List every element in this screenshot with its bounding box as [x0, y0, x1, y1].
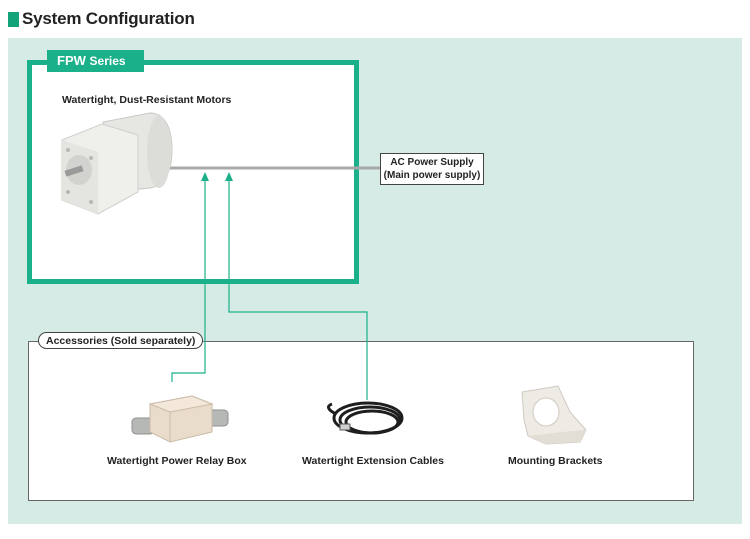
series-name: FPW	[57, 53, 86, 68]
page-title: System Configuration	[8, 8, 195, 30]
cable-coil-icon	[327, 401, 404, 435]
motor-icon	[61, 112, 173, 215]
accessories-label: Accessories (Sold separately)	[38, 332, 204, 349]
title-marker-icon	[8, 11, 19, 27]
motor-label: Watertight, Dust-Resistant Motors	[62, 94, 232, 106]
ac-power-line2: (Main power supply)	[383, 170, 481, 181]
mounting-brackets-label: Mounting Brackets	[508, 455, 603, 467]
extension-cables-label: Watertight Extension Cables	[302, 455, 444, 467]
relay-box-icon	[131, 395, 229, 443]
ac-power-supply-box: AC Power Supply (Main power supply)	[380, 153, 484, 185]
arrow-up-icon	[225, 172, 233, 181]
relay-box-label: Watertight Power Relay Box	[107, 455, 247, 467]
page-title-text: System Configuration	[22, 9, 195, 28]
series-suffix: Series	[89, 54, 126, 68]
arrow-up-icon	[201, 172, 209, 181]
relay-connector-line	[171, 176, 206, 382]
cable-connector-line	[228, 176, 368, 400]
fpw-series-tab: FPW Series	[47, 50, 144, 72]
mounting-bracket-icon	[521, 385, 587, 445]
ac-power-line1: AC Power Supply	[390, 157, 474, 168]
